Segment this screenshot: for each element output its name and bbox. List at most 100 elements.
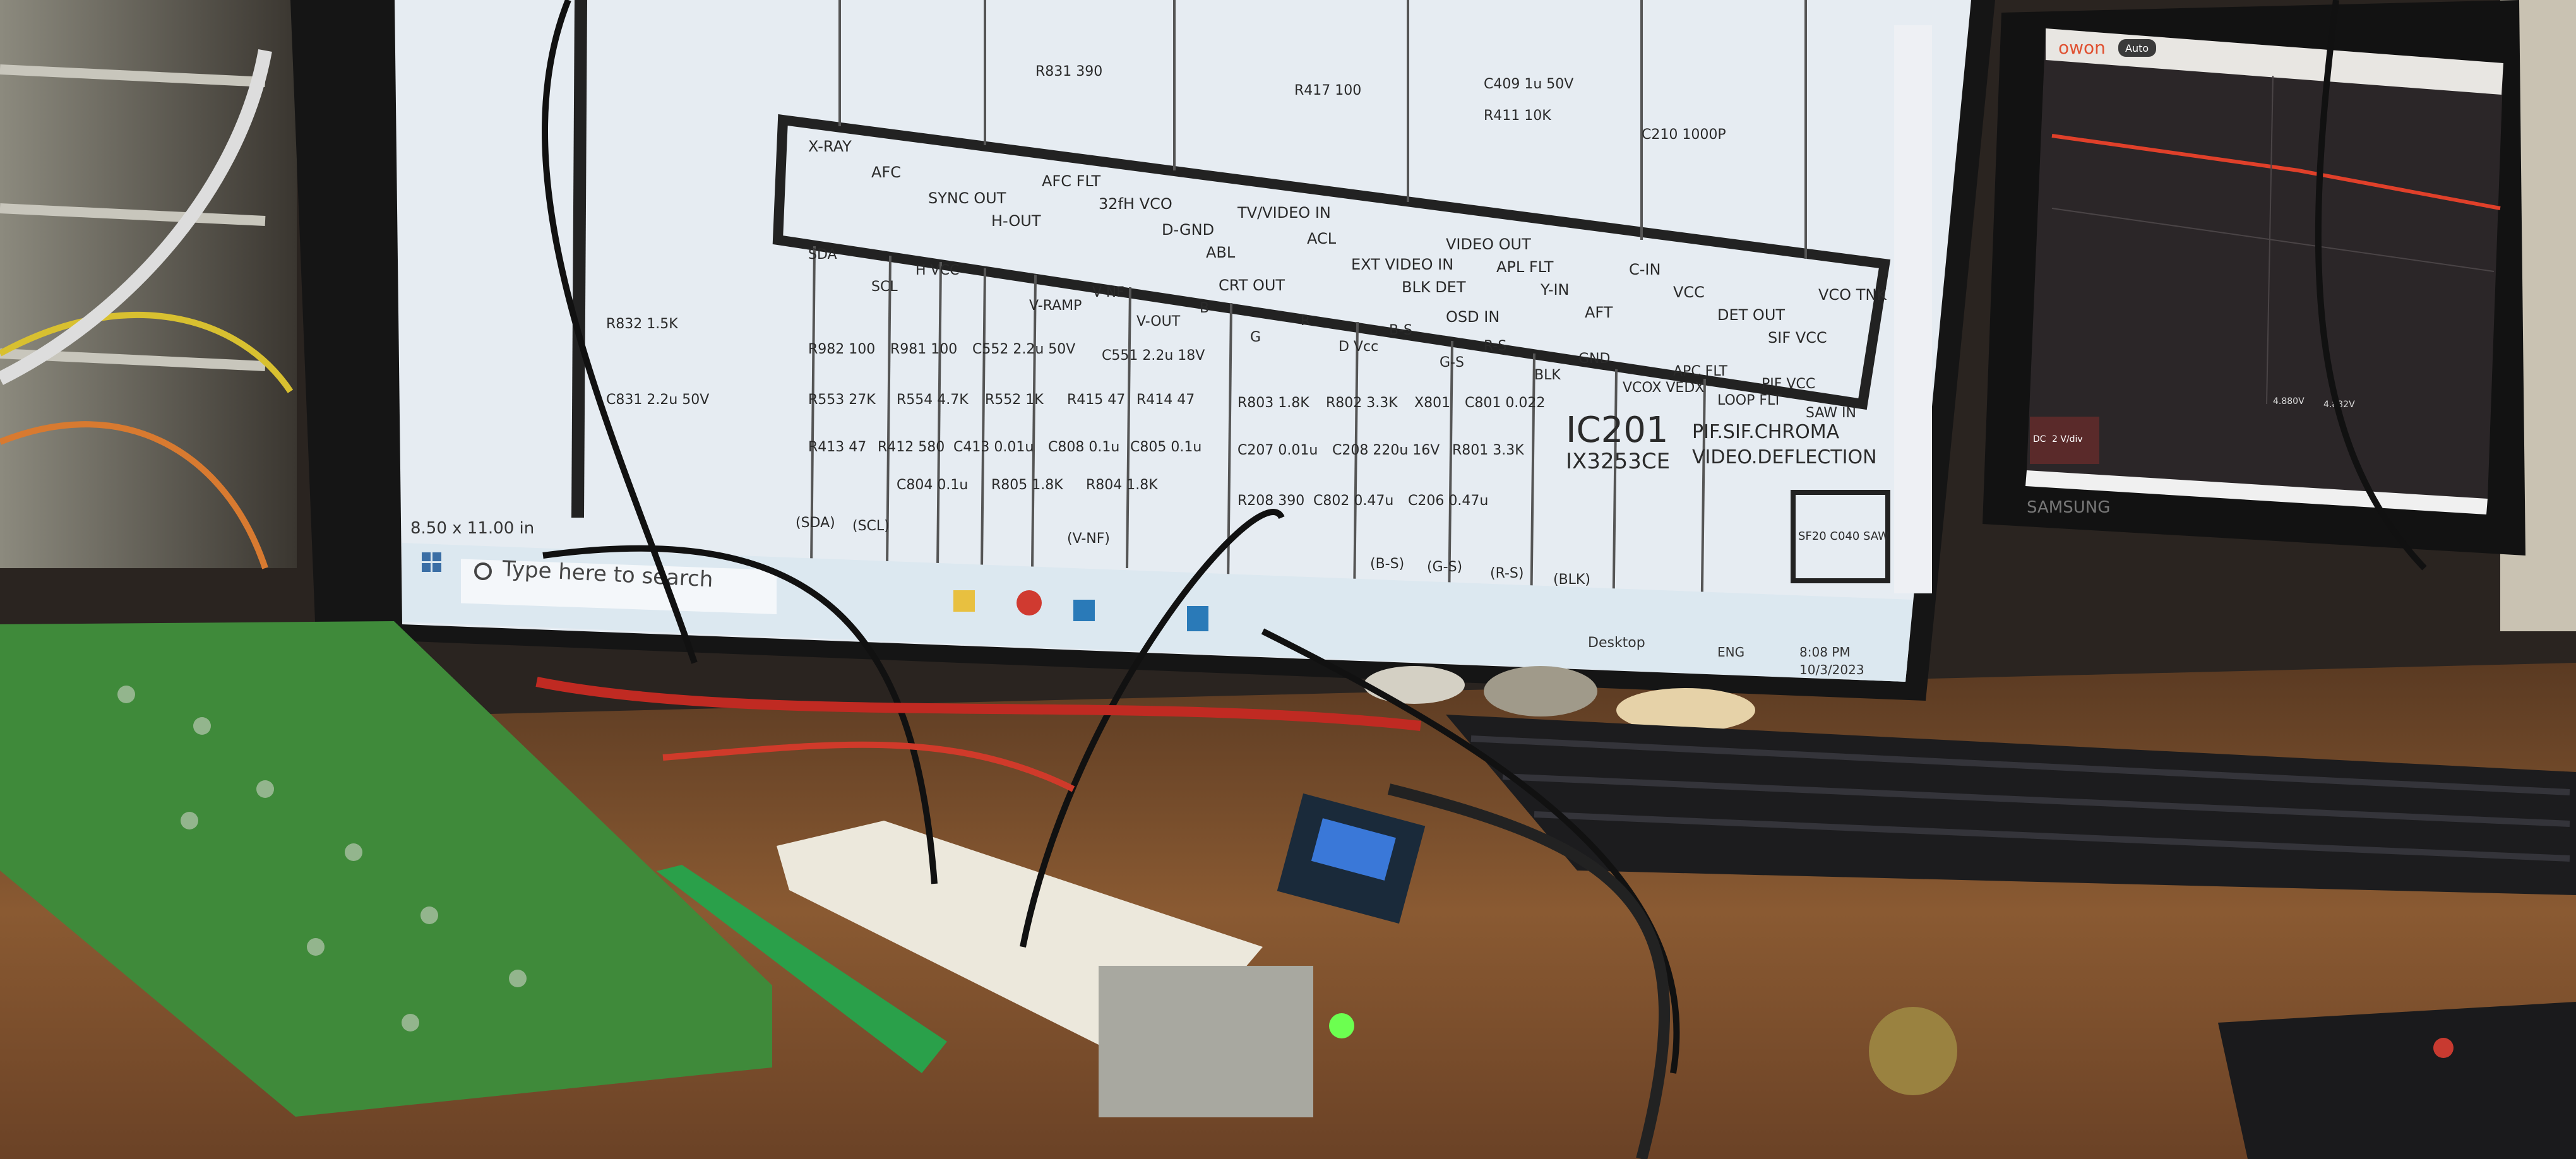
scope-vmax: 4.880V <box>2273 396 2305 407</box>
pin-label: AFC FLT <box>1042 172 1100 190</box>
app-icon-2[interactable] <box>1187 606 1208 631</box>
app-icon[interactable] <box>1073 600 1095 621</box>
bottom-pin-labels: SDA SCL H VCC V-RAMP V-NF V-OUT B G R D … <box>808 247 1856 421</box>
solder-spool <box>1484 666 1597 716</box>
scope-ch1-panel[interactable] <box>2030 417 2099 464</box>
tape-roll <box>1364 666 1465 704</box>
jumper-wires <box>0 0 2427 1159</box>
pin-label: AFT <box>1585 304 1613 321</box>
pin-label: D Vcc <box>1339 339 1378 355</box>
component-label: R831 390 <box>1035 64 1102 80</box>
tv-mainboard-pcb <box>0 621 772 1117</box>
pin-label: LOOP FLT <box>1717 393 1782 408</box>
pin-label: C-IN <box>1629 261 1661 278</box>
component-label: C206 0.47u <box>1408 493 1488 509</box>
taskbar-desktop-label[interactable]: Desktop <box>1588 635 1645 651</box>
green-test-probe[interactable] <box>657 865 947 1073</box>
net-label: (G-S) <box>1427 559 1462 575</box>
chrome-icon[interactable] <box>1017 590 1042 615</box>
component-label: R552 1K <box>985 392 1044 408</box>
ic-part-label: IX3253CE <box>1566 449 1670 474</box>
pin-label: SCL <box>871 279 898 295</box>
keyboard-keys <box>1470 735 2570 862</box>
pin-label: D-GND <box>1162 221 1214 239</box>
taskbar-clock-date[interactable]: 10/3/2023 <box>1799 662 1864 677</box>
component-labels: R982 100 R981 100 C552 2.2u 50V C551 2.2… <box>606 64 1726 509</box>
component-label: R554 4.7K <box>897 392 969 408</box>
white-cable <box>0 49 272 385</box>
main-monitor-screen <box>395 0 1971 682</box>
component-label: R413 47 <box>808 439 866 455</box>
taskbar-language[interactable]: ENG <box>1717 645 1744 660</box>
component-label: R802 3.3K <box>1326 395 1398 411</box>
windows-start-button[interactable] <box>422 552 441 572</box>
net-label: (B-S) <box>1370 556 1404 572</box>
component-label: C552 2.2u 50V <box>972 342 1075 357</box>
pin-label: VIDEO OUT <box>1446 235 1531 253</box>
page-size-readout: 8.50 x 11.00 in <box>410 519 534 538</box>
net-labels: (SDA) (SCL) (V-NF) (B-S) (G-S) (R-S) (BL… <box>796 515 1590 588</box>
pin-label: B-S <box>1389 323 1412 338</box>
pin-label: H VCC <box>915 263 959 278</box>
black-wire <box>1020 509 1285 948</box>
pin-label: VCC <box>1673 283 1705 301</box>
relay-module <box>1099 966 1313 1117</box>
pin-label: TV/VIDEO IN <box>1237 204 1331 222</box>
scope-title-bar <box>2046 28 2503 95</box>
pin-label: SAW IN <box>1806 405 1856 421</box>
black-wire <box>1261 628 1680 1074</box>
group-label-osd-in: OSD IN <box>1446 308 1500 326</box>
component-label: C808 0.1u <box>1048 439 1119 455</box>
ic-function-1: PIF.SIF.CHROMA <box>1692 421 1840 443</box>
sidebar-icons-strip <box>1894 25 1932 593</box>
component-label: C413 0.01u <box>953 439 1034 455</box>
component-label: R801 3.3K <box>1452 443 1524 458</box>
saw-filter-label: SF20 C040 SAW <box>1798 530 1889 543</box>
scope-pc-taskbar <box>2025 470 2488 514</box>
ic-ref-label: IC201 <box>1566 410 1669 451</box>
taskbar-clock-time[interactable]: 8:08 PM <box>1799 645 1851 660</box>
pin-label: V-OUT <box>1136 314 1181 330</box>
scope-auto-button[interactable] <box>2118 39 2156 57</box>
component-label: R981 100 <box>890 342 957 357</box>
component-label: R412 580 <box>878 439 945 455</box>
pin-label: SIF VCC <box>1768 329 1827 347</box>
component-label: R982 100 <box>808 342 875 357</box>
pin-label: Y-IN <box>1540 281 1570 299</box>
component-label: R415 47 <box>1067 392 1125 408</box>
scope-monitor-brand: SAMSUNG <box>2027 498 2110 517</box>
pin-label: AFC <box>871 163 901 181</box>
taskbar-search-box[interactable] <box>461 559 777 614</box>
net-label: (V-NF) <box>1067 531 1110 547</box>
pin-label: R <box>1301 313 1310 329</box>
net-label: (SCL) <box>852 518 890 534</box>
potentiometer[interactable] <box>1869 1007 1957 1095</box>
pin-label: GND <box>1578 351 1610 367</box>
keyboard[interactable] <box>1446 715 2576 895</box>
component-label: R553 27K <box>808 392 876 408</box>
net-label: (R-S) <box>1490 566 1524 581</box>
red-wire <box>662 741 1075 792</box>
component-label: R805 1.8K <box>991 477 1063 493</box>
file-explorer-icon[interactable] <box>953 590 975 612</box>
component-label: R804 1.8K <box>1086 477 1158 493</box>
component-label: R417 100 <box>1294 83 1361 98</box>
black-probe-cable <box>1387 783 1670 1159</box>
top-pin-labels: X-RAY AFC SYNC OUT H-OUT AFC FLT 32fH VC… <box>808 138 1887 347</box>
remote-red-button <box>2433 1038 2454 1058</box>
pcb-solder-pads <box>117 686 527 1031</box>
scope-screen <box>2027 28 2503 499</box>
net-label: (SDA) <box>796 515 835 531</box>
lcd-screen <box>1311 818 1396 881</box>
component-label: C208 220u 16V <box>1332 443 1440 458</box>
component-label: R411 10K <box>1484 108 1551 124</box>
pin-label: PIF VCC <box>1762 376 1815 392</box>
pin-label: B <box>1200 300 1209 316</box>
scope-grid <box>2051 75 2495 405</box>
black-wire <box>542 0 698 664</box>
green-led <box>1329 1013 1354 1038</box>
component-label: C805 0.1u <box>1130 439 1202 455</box>
pin-label: G <box>1250 330 1261 345</box>
pin-label: V-NF <box>1092 285 1124 300</box>
pin-label: ACL <box>1307 230 1337 247</box>
